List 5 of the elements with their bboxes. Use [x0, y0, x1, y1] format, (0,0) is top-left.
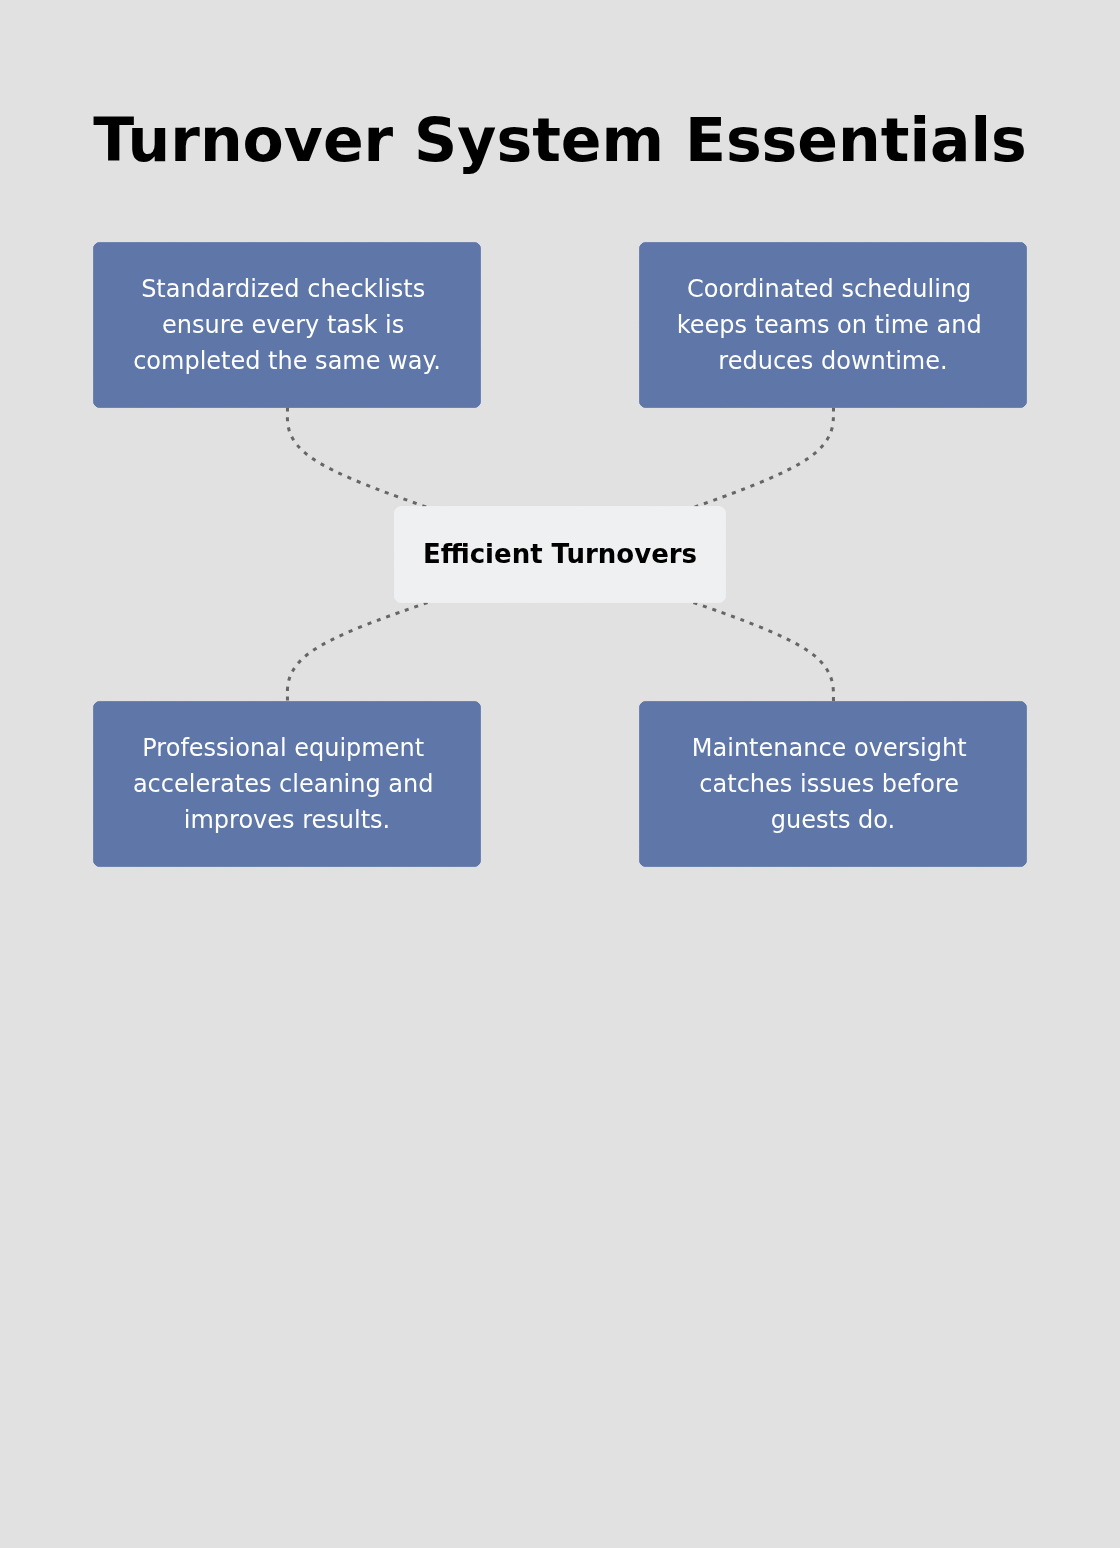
diagram-title: Turnover System Essentials — [93, 105, 1027, 175]
connector — [693, 407, 835, 509]
connector — [285, 601, 428, 703]
connector — [693, 601, 835, 703]
connector — [285, 407, 428, 509]
